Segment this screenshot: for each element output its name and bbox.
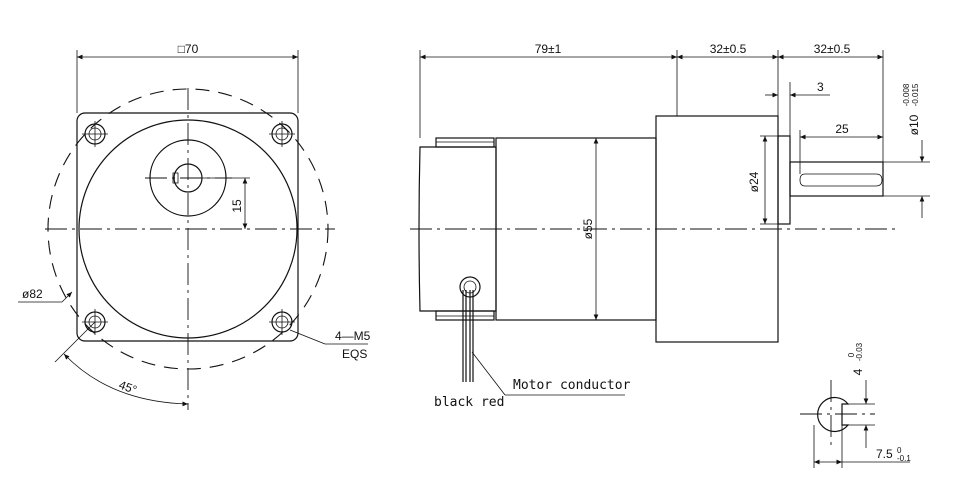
mounting-hole-bottom-right (269, 309, 295, 335)
rear-cap-top-lip (435, 137, 495, 148)
mounting-hole-top-left (82, 121, 108, 147)
depth-dimension-tol-lower: -0.1 (897, 454, 911, 463)
flange-dimension-label: 32±0.5 (710, 42, 747, 56)
holes-label: 4—M5 (335, 329, 371, 343)
key-length-dimension-label: 25 (835, 122, 849, 136)
offset-dimension-label: 15 (230, 199, 244, 213)
wire-colors-label: black red (434, 395, 504, 410)
angle-leader (54, 321, 96, 363)
wire-label: Motor conductor (513, 378, 631, 393)
depth-dimension-label: 7.5 (876, 447, 893, 461)
rear-cap-bottom-lip (435, 310, 495, 321)
depth-dimension-tol-upper: 0 (897, 446, 902, 455)
shaft-length-dimension-label: 32±0.5 (814, 42, 851, 56)
pilot-dimension-label: ø24 (747, 171, 761, 192)
shoulder-dimension-label: 3 (817, 80, 824, 94)
holes-sub-label: EQS (342, 347, 367, 361)
shaft-dia-tol-upper: -0.008 (902, 83, 911, 106)
holes-leader (289, 329, 326, 345)
flat-dimension-label: 4 (851, 368, 865, 375)
rear-cap (418, 146, 497, 312)
body-dimension-label: ø55 (581, 218, 595, 239)
shaft-dia-tol-lower: -0.015 (911, 83, 920, 106)
shaft-section (817, 396, 850, 433)
angle-label: 45° (117, 378, 139, 397)
shaft-dia-label: ø10 (907, 114, 921, 135)
shaft-section-view: 4 0 -0.03 7.5 0 -0.1 (800, 342, 911, 468)
pilot-shoulder (777, 135, 791, 225)
flat-dimension-tol-lower: -0.03 (855, 342, 864, 361)
side-view: 79±1 32±0.5 32±0.5 3 25 ø24 ø55 ø10 -0.0… (410, 42, 930, 410)
mounting-hole-top-right (269, 121, 295, 147)
wire-leader (471, 351, 506, 396)
angle-arc (63, 353, 189, 407)
flat-dimension-tol-upper: 0 (847, 352, 856, 357)
length-dimension-label: 79±1 (535, 42, 562, 56)
shaft-keyway (799, 173, 883, 187)
bolt-circle-label: ø82 (22, 287, 43, 301)
front-view: □70 15 ø82 4—M5 EQS 45° (18, 42, 371, 410)
square-flange (76, 112, 299, 342)
width-dimension-label: □70 (178, 42, 199, 56)
output-shaft (789, 161, 884, 197)
